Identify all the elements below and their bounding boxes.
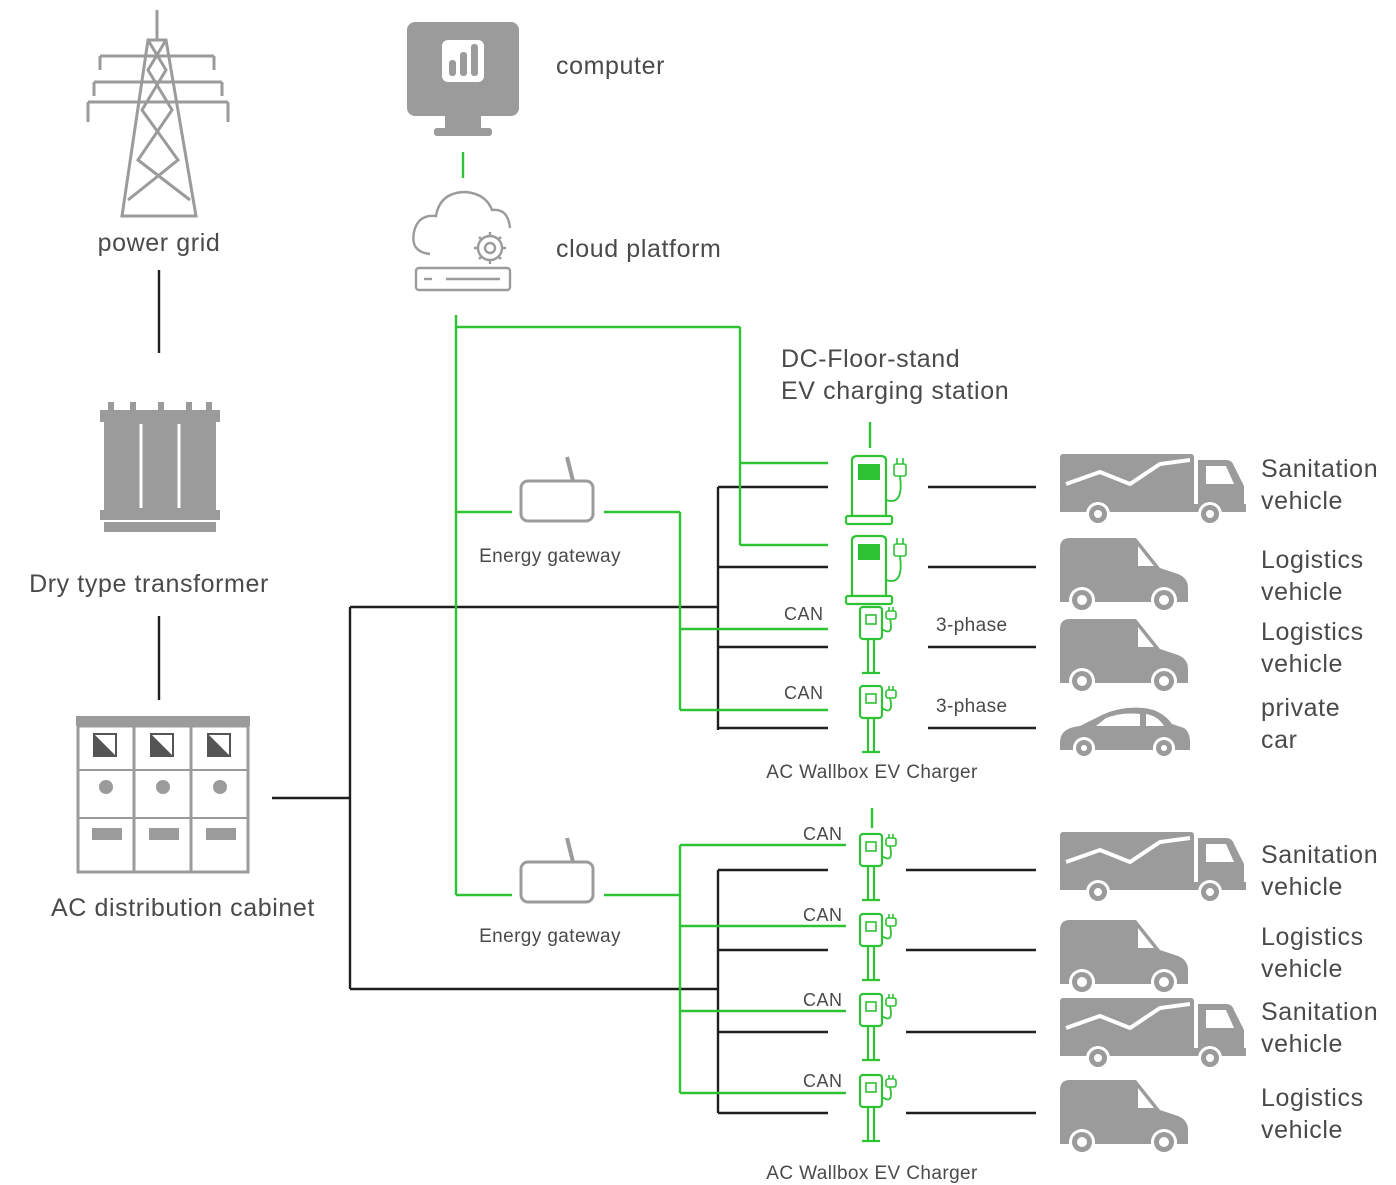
dc-charger-icon-2 <box>844 534 908 606</box>
can-label: CAN <box>803 905 843 925</box>
can-label: CAN <box>784 604 824 624</box>
ac-charger-icon-1 <box>858 605 898 675</box>
three-phase-label: 3-phase <box>936 615 1007 636</box>
cloud-platform-icon <box>412 190 512 292</box>
ac-charger-icon-2 <box>858 684 898 754</box>
van-icon <box>1060 619 1188 694</box>
van-icon <box>1060 538 1188 613</box>
transformer-icon <box>100 402 220 532</box>
cloud-label: cloud platform <box>556 235 721 263</box>
can-label: CAN <box>784 683 824 703</box>
computer-label: computer <box>556 52 665 80</box>
vehicle-label-line1: Logistics <box>1261 618 1364 646</box>
ac-charger-label-1: AC Wallbox EV Charger <box>766 762 978 783</box>
vehicle-label-line1: Logistics <box>1261 923 1364 951</box>
power-grid-label: power grid <box>98 229 221 257</box>
truck-icon <box>1058 996 1248 1072</box>
cabinet-label: AC distribution cabinet <box>51 894 315 922</box>
vehicle-label-line1: Sanitation <box>1261 455 1378 483</box>
gateway-icon-1 <box>519 455 595 523</box>
vehicle-label-line1: private <box>1261 694 1340 722</box>
vehicle-label-line2: vehicle <box>1261 578 1343 606</box>
data-lines <box>454 152 874 1095</box>
vehicle-label-line2: vehicle <box>1261 1116 1343 1144</box>
can-label: CAN <box>803 1071 843 1091</box>
computer-icon <box>407 22 519 136</box>
vehicle-label-line1: Logistics <box>1261 1084 1364 1112</box>
car-icon <box>1060 707 1190 759</box>
can-label: CAN <box>803 990 843 1010</box>
ac-charger-icon-6 <box>858 1073 898 1143</box>
vehicle-label-line1: Logistics <box>1261 546 1364 574</box>
ac-charger-icon-3 <box>858 832 898 902</box>
vehicle-label-line1: Sanitation <box>1261 998 1378 1026</box>
power-lines <box>157 270 1036 1115</box>
ac-charger-icon-4 <box>858 912 898 982</box>
ac-charger-icon-5 <box>858 992 898 1062</box>
gateway-icon-2 <box>519 836 595 904</box>
vehicle-label-line2: vehicle <box>1261 1030 1343 1058</box>
vehicle-label-line2: vehicle <box>1261 955 1343 983</box>
distribution-cabinet-icon <box>76 716 250 874</box>
gateway-label-2: Energy gateway <box>479 926 621 947</box>
truck-icon <box>1058 452 1248 528</box>
dc-station-label-line2: EV charging station <box>781 377 1009 405</box>
transformer-label: Dry type transformer <box>29 570 269 598</box>
can-label: CAN <box>803 824 843 844</box>
van-icon <box>1060 920 1188 995</box>
vehicle-label-line2: vehicle <box>1261 873 1343 901</box>
vehicle-label-line2: vehicle <box>1261 650 1343 678</box>
power-tower-icon <box>86 10 230 218</box>
dc-station-label-line1: DC-Floor-stand <box>781 345 960 373</box>
truck-icon <box>1058 830 1248 906</box>
vehicle-label-line2: car <box>1261 726 1298 754</box>
dc-charger-icon-1 <box>844 454 908 526</box>
gateway-label-1: Energy gateway <box>479 546 621 567</box>
three-phase-label: 3-phase <box>936 696 1007 717</box>
vehicle-label-line2: vehicle <box>1261 487 1343 515</box>
vehicle-label-line1: Sanitation <box>1261 841 1378 869</box>
ac-charger-label-2: AC Wallbox EV Charger <box>766 1163 978 1184</box>
van-icon <box>1060 1080 1188 1155</box>
